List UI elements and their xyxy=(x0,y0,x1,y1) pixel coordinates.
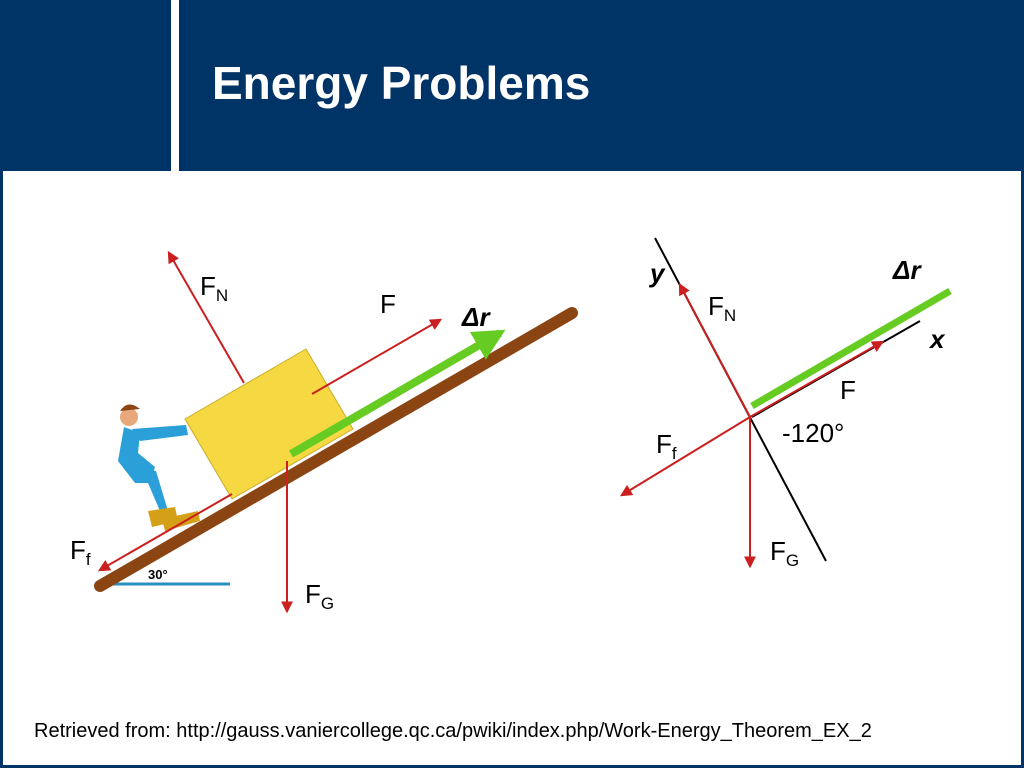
applied-force-arrow xyxy=(311,318,443,395)
applied-force-label: F xyxy=(840,375,856,405)
displacement-label: Δr xyxy=(461,302,491,332)
friction-force-label: Ff xyxy=(656,429,677,463)
incline-angle-label: 30° xyxy=(148,567,168,582)
displacement-label: Δr xyxy=(892,255,922,285)
displacement-arrow xyxy=(288,329,506,458)
friction-force-label: Ff xyxy=(70,535,91,569)
applied-force-arrow xyxy=(749,340,885,418)
source-caption: Retrieved from: http://gauss.vaniercolle… xyxy=(34,720,872,742)
ramp xyxy=(94,307,578,592)
y-axis-label: y xyxy=(648,258,666,288)
slide-title: Energy Problems xyxy=(212,57,591,109)
yellow-block xyxy=(184,348,354,500)
incline-diagram: FN F Δr Ff FG 30° xyxy=(70,250,578,614)
normal-force-label: FN xyxy=(200,271,228,305)
frame-right-border xyxy=(1021,171,1024,768)
gravity-force-label: FG xyxy=(305,579,334,613)
frame-bottom-border xyxy=(0,765,1024,768)
angle-label: -120° xyxy=(782,418,844,448)
x-axis-label: x xyxy=(928,324,946,354)
frame-left-border xyxy=(0,171,3,768)
friction-force-arrow xyxy=(619,416,751,497)
title-bar xyxy=(0,0,1024,171)
normal-force-label: FN xyxy=(708,291,736,325)
free-body-diagram: y x Δr FN F -120° Ff FG xyxy=(619,237,952,570)
normal-force-arrow xyxy=(678,282,751,418)
normal-force-arrow xyxy=(167,250,245,384)
displacement-bar xyxy=(750,287,952,410)
force-diagrams: FN F Δr Ff FG 30° y x Δr FN F -120° xyxy=(70,237,952,614)
person-figure xyxy=(118,404,200,531)
applied-force-label: F xyxy=(380,289,396,319)
gravity-force-label: FG xyxy=(770,536,799,570)
header-divider xyxy=(171,0,179,171)
friction-force-arrow xyxy=(97,493,233,572)
